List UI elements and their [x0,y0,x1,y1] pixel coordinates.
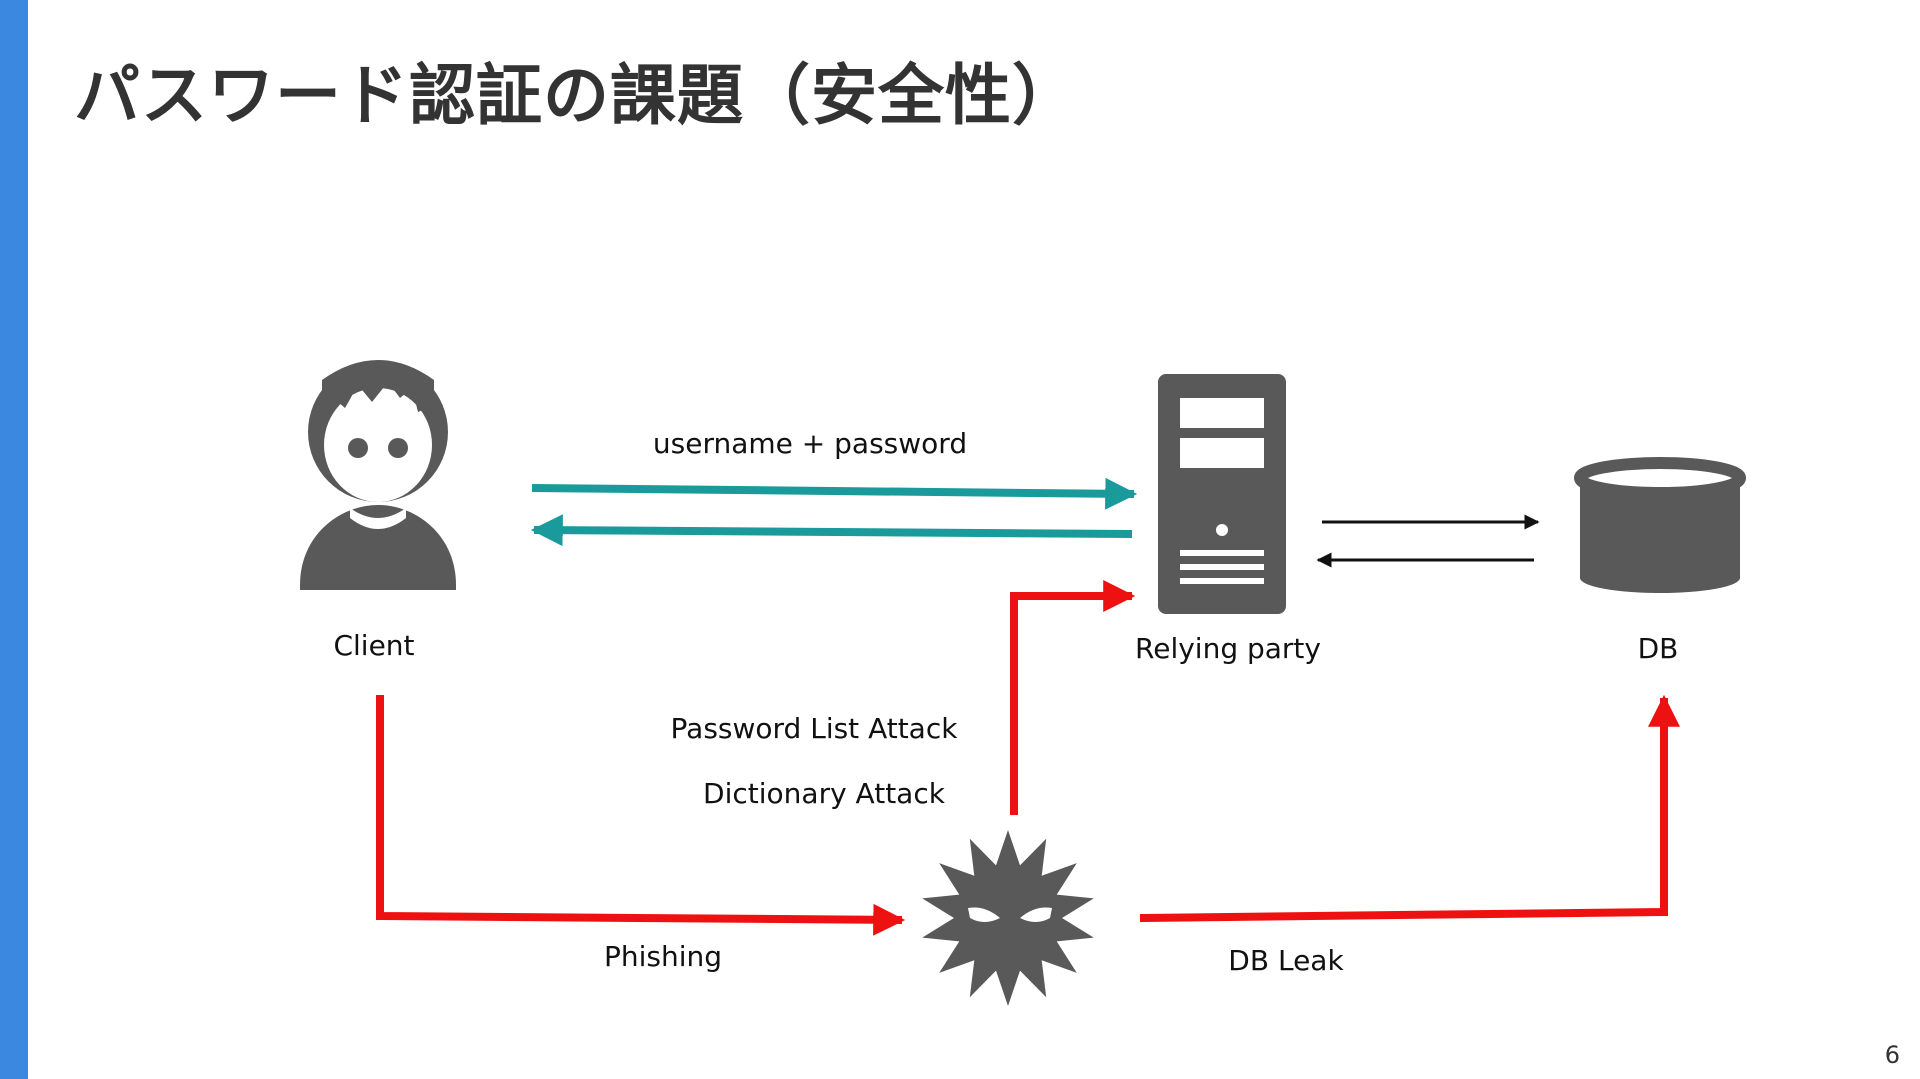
dictionary-attack-label: Dictionary Attack [703,777,946,810]
page-number: 6 [1884,1041,1900,1069]
phishing-label: Phishing [604,940,722,973]
user-icon [300,360,456,590]
relying-party-label: Relying party [1135,632,1321,665]
database-icon [1574,457,1746,593]
attacker-icon [922,830,1094,1006]
credentials-response-arrow [530,514,1133,547]
password-list-attack-label: Password List Attack [671,712,959,745]
db-leak-arrow [1139,694,1680,922]
slide-title: パスワード認証の課題（安全性） [74,57,1079,134]
phishing-arrow [376,695,906,936]
client-label: Client [333,629,414,662]
accent-bar [0,0,28,1079]
attack-arrow [1010,580,1136,815]
credentials-request-arrow [531,477,1138,510]
db-leak-label: DB Leak [1228,944,1344,977]
credentials-label: username + password [653,427,967,460]
db-label: DB [1638,632,1679,665]
server-icon [1158,374,1286,614]
